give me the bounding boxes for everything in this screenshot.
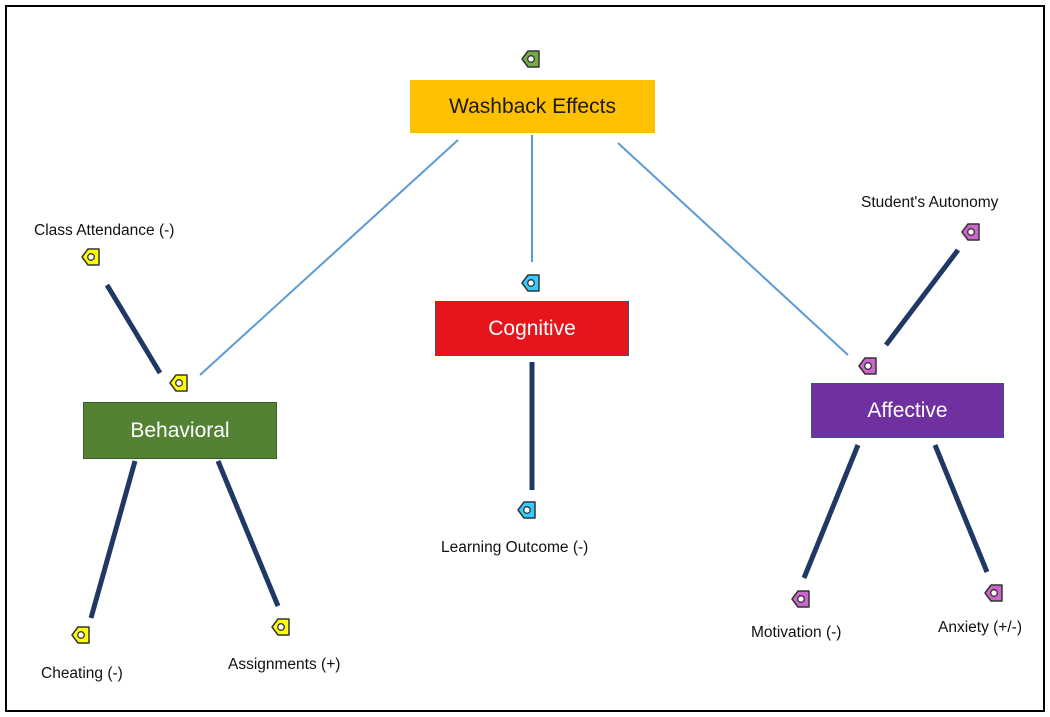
connector-root-behavioral	[199, 139, 459, 376]
tag-icon	[984, 584, 1003, 602]
connector-behavioral-assignments	[215, 460, 281, 607]
tag-icon	[858, 357, 877, 375]
tag-icon	[169, 374, 188, 392]
tag-icon	[791, 590, 810, 608]
leaf-label-assignments: Assignments (+)	[228, 656, 341, 673]
leaf-label-students-autonomy: Student's Autonomy	[861, 194, 999, 211]
tag-icon	[521, 274, 540, 292]
tag-icon	[517, 501, 536, 519]
leaf-label-learning-outcome: Learning Outcome (-)	[441, 539, 589, 556]
leaf-label-cheating: Cheating (-)	[41, 665, 123, 682]
tag-icon	[961, 223, 980, 241]
category-node-label: Cognitive	[488, 316, 576, 340]
root-node-washback-effects[interactable]: Washback Effects	[410, 80, 655, 133]
category-node-affective[interactable]: Affective	[811, 383, 1004, 438]
tag-icon	[81, 248, 100, 266]
leaf-label-motivation: Motivation (-)	[751, 624, 842, 641]
tag-icon	[271, 618, 290, 636]
category-node-cognitive[interactable]: Cognitive	[435, 301, 629, 356]
connector-behavioral-class-attendance	[104, 283, 163, 375]
tag-icon	[71, 626, 90, 644]
category-node-label: Affective	[867, 398, 948, 422]
connector-root-affective	[617, 142, 849, 356]
root-node-label: Washback Effects	[449, 94, 616, 118]
connector-behavioral-cheating	[88, 460, 138, 619]
leaf-label-class-attendance: Class Attendance (-)	[34, 222, 175, 239]
category-node-label: Behavioral	[130, 418, 230, 442]
leaf-label-anxiety: Anxiety (+/-)	[938, 619, 1022, 636]
category-node-behavioral[interactable]: Behavioral	[83, 402, 277, 459]
connector-affective-students-autonomy	[884, 248, 960, 347]
connector-affective-anxiety	[932, 444, 990, 573]
tag-icon	[521, 50, 540, 68]
connector-affective-motivation	[801, 444, 861, 579]
